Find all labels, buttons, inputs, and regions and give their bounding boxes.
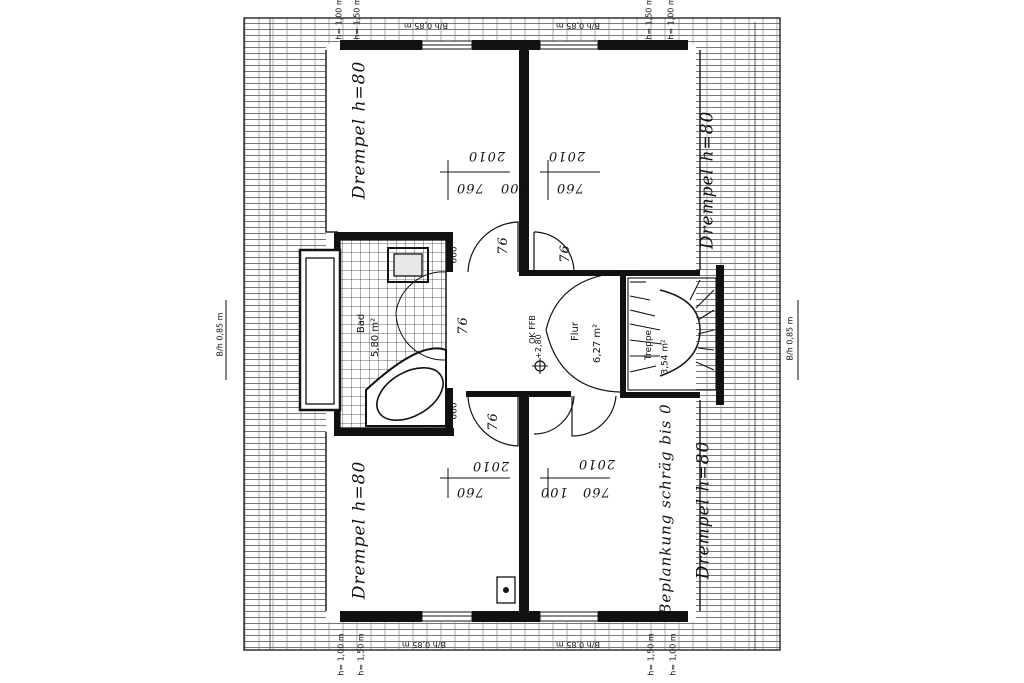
dim-2010-bottom-right: 2010 [578,456,616,471]
dimension-lines [225,160,799,498]
height-mark-bottom-left-100: h= 1,00 m [336,633,346,676]
label-drempel-bottom-right: Drempel h=80 [693,440,714,580]
door-width-bottom-left: 76 [485,412,501,431]
level-value: +2,80 [533,334,543,359]
dim-2010-top-right: 2010 [548,148,586,163]
staircase [627,277,717,391]
dim-100-bottom: 100 [540,484,568,499]
dim-760-top-left: 760 [456,180,484,195]
dim-760-top-right: 760 [556,180,584,195]
windows [421,40,599,622]
dim-760-bottom-left: 760 [456,484,484,499]
room-name-bad: Bad [356,313,368,334]
label-drempel-bottom-left: Drempel h=80 [349,460,370,600]
sill-height-top: 660 [449,246,460,264]
height-mark-top-left-100: h= 1,00 m [334,0,344,40]
window-mark-bottom-right: B/h 0,85 m [556,640,600,649]
label-beplankung: Beplankung schräg bis 0 [656,403,675,615]
height-mark-top-right-150: h= 1,50 m [644,0,654,40]
bath-fixtures [298,239,447,429]
room-area-flur: 6,27 m² [592,323,604,364]
room-name-treppe: Treppe [644,329,655,361]
marker-dot-icon [503,587,509,593]
label-drempel-top-left: Drempel h=80 [349,60,370,200]
door-swings [467,221,641,447]
dim-760-bottom-right: 760 [582,484,610,499]
height-mark-bottom-left-150: h= 1,50 m [356,633,366,676]
room-area-treppe: 3,54 m² [660,339,671,375]
door-width-top-right: 76 [557,244,573,263]
door-width-top-left: 76 [495,236,511,255]
height-mark-bottom-right-100: h= 1,00 m [668,633,678,676]
window-mark-top-left: B/h 0,85 m [404,21,448,30]
label-drempel-top-right: Drempel h=80 [697,110,718,250]
outer-walls [340,40,688,622]
sill-height-bottom: 660 [449,402,460,420]
height-mark-top-left-150: h= 1,50 m [352,0,362,40]
dim-2010-top-left: 2010 [468,148,506,163]
door-width-bad: 76 [455,316,471,335]
height-mark-top-right-100: h= 1,00 m [666,0,676,40]
window-mark-right: B/h 0,85 m [785,316,795,361]
window-mark-left: B/h 0,85 m [215,312,225,357]
window-mark-bottom-left: B/h 0,85 m [402,640,446,649]
dim-2010-bottom-left: 2010 [472,458,510,473]
window-mark-top-right: B/h 0,85 m [556,21,600,30]
dim-100-top: 100 [500,180,528,195]
room-area-bad: 5,80 m² [370,317,382,358]
height-mark-bottom-right-150: h= 1,50 m [646,633,656,676]
room-name-flur: Flur [569,322,581,341]
